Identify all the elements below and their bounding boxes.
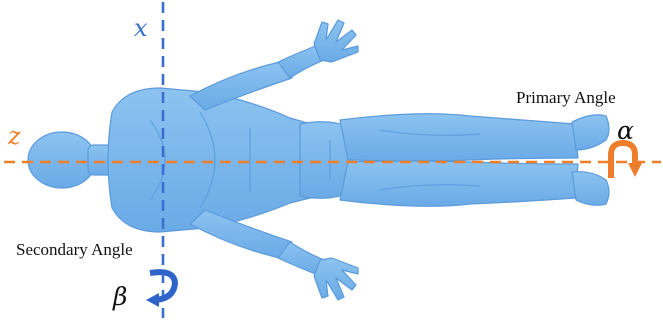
- upper-leg: [340, 114, 578, 161]
- secondary-angle-symbol: β: [113, 284, 127, 309]
- secondary-angle-label: Secondary Angle: [16, 241, 133, 258]
- lower-hand: [314, 258, 358, 300]
- lower-foot: [572, 172, 609, 206]
- torso: [108, 88, 318, 232]
- upper-foot: [572, 115, 609, 150]
- x-axis-label: x: [134, 16, 148, 40]
- z-axis-label: z: [8, 124, 21, 148]
- secondary-angle-rotation-icon: [146, 272, 175, 307]
- head: [28, 132, 96, 188]
- primary-angle-label: Primary Angle: [516, 89, 616, 106]
- primary-angle-rotation-icon: [611, 143, 642, 178]
- primary-angle-symbol: α: [617, 118, 634, 143]
- lower-leg: [340, 161, 578, 206]
- upper-hand: [314, 20, 358, 62]
